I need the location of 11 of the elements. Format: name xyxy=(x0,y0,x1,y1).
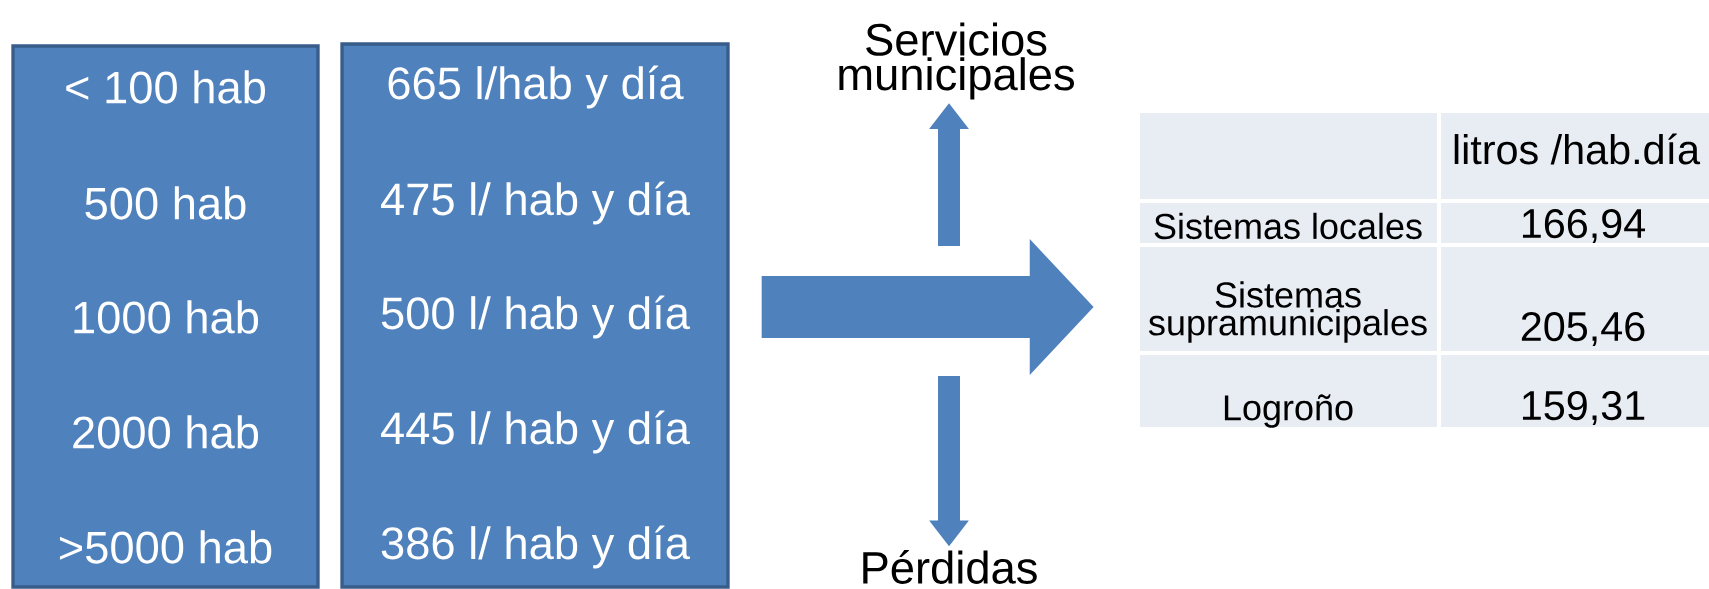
arrow-target-text: Pérdidas xyxy=(863,550,1037,584)
text-column-box: 665 l/hab y día 475 l/ hab y día 500 l/ hab y día 445 l/ hab y día 386 l/ hab y día xyxy=(340,42,730,589)
table-cell-text: 159,31 xyxy=(1522,390,1645,426)
text-column-box: < 100 hab 500 hab 1000 hab 2000 hab >5000 hab xyxy=(11,44,320,589)
table-cell-text: Logroño xyxy=(1224,394,1353,428)
arrow-target-text: Servicios municipales xyxy=(839,22,1074,100)
table-cell-text: Sistemas locales xyxy=(1154,212,1422,240)
table-cell-text: Sistemas supramunicipales xyxy=(1148,281,1427,343)
table-cell-text: 166,94 xyxy=(1522,208,1645,244)
table-cell-text: litros /hab.día xyxy=(1454,133,1701,165)
table-cell-text: 205,46 xyxy=(1521,311,1645,347)
